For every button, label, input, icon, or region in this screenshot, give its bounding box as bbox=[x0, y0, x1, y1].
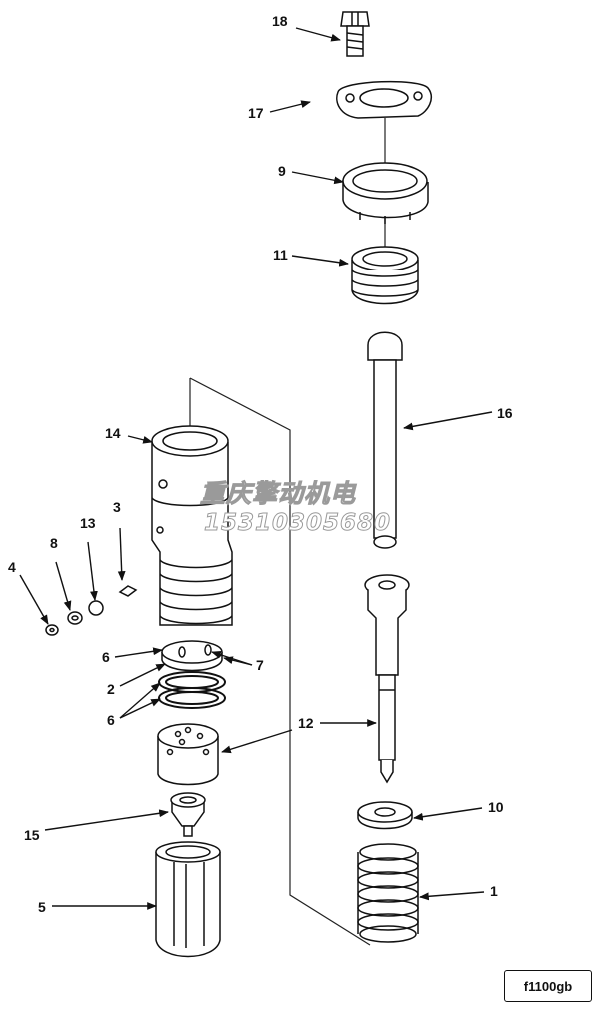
label-6-lower: 6 bbox=[107, 712, 115, 728]
nozzle-spacer-part bbox=[157, 723, 219, 786]
label-12: 12 bbox=[298, 715, 314, 731]
label-15: 15 bbox=[24, 827, 40, 843]
watermark-company: 重庆擎动机电 bbox=[199, 479, 357, 509]
leader-arrows bbox=[19, 27, 493, 910]
label-2: 2 bbox=[107, 681, 115, 697]
threaded-sleeve-part bbox=[351, 246, 419, 305]
small-fittings-parts bbox=[45, 585, 138, 636]
label-9: 9 bbox=[278, 163, 286, 179]
washer-part bbox=[357, 801, 413, 830]
flange-plate-part bbox=[336, 80, 432, 119]
injector-body-part bbox=[151, 425, 233, 626]
spring-part bbox=[357, 843, 419, 943]
nozzle-cap-part bbox=[155, 841, 221, 958]
watermark-phone: 15310305680 bbox=[203, 510, 392, 537]
label-18: 18 bbox=[272, 13, 288, 29]
label-14: 14 bbox=[105, 425, 121, 441]
seal-rings-part bbox=[158, 671, 226, 709]
plunger-part bbox=[364, 574, 410, 784]
spacer-disc-part bbox=[161, 640, 223, 672]
label-1: 1 bbox=[490, 883, 498, 899]
label-11: 11 bbox=[273, 247, 288, 263]
label-16: 16 bbox=[497, 405, 513, 421]
label-7: 7 bbox=[256, 657, 264, 673]
nozzle-tip-part bbox=[170, 792, 206, 837]
label-13: 13 bbox=[80, 515, 96, 531]
label-3: 3 bbox=[113, 499, 121, 515]
label-10: 10 bbox=[488, 799, 504, 815]
retaining-nut-part bbox=[342, 162, 429, 224]
label-5: 5 bbox=[38, 899, 46, 915]
figure-code-box: f1100gb bbox=[504, 970, 592, 1002]
label-8: 8 bbox=[50, 535, 58, 551]
label-4: 4 bbox=[8, 559, 16, 575]
label-6-upper: 6 bbox=[102, 649, 110, 665]
bolt-part bbox=[340, 11, 370, 57]
figure-code: f1100gb bbox=[523, 978, 573, 994]
part-labels: 18 17 9 11 16 14 3 13 8 4 6 7 2 6 12 10 … bbox=[8, 13, 513, 915]
label-17: 17 bbox=[248, 105, 264, 121]
plunger-rod-part bbox=[367, 331, 403, 549]
